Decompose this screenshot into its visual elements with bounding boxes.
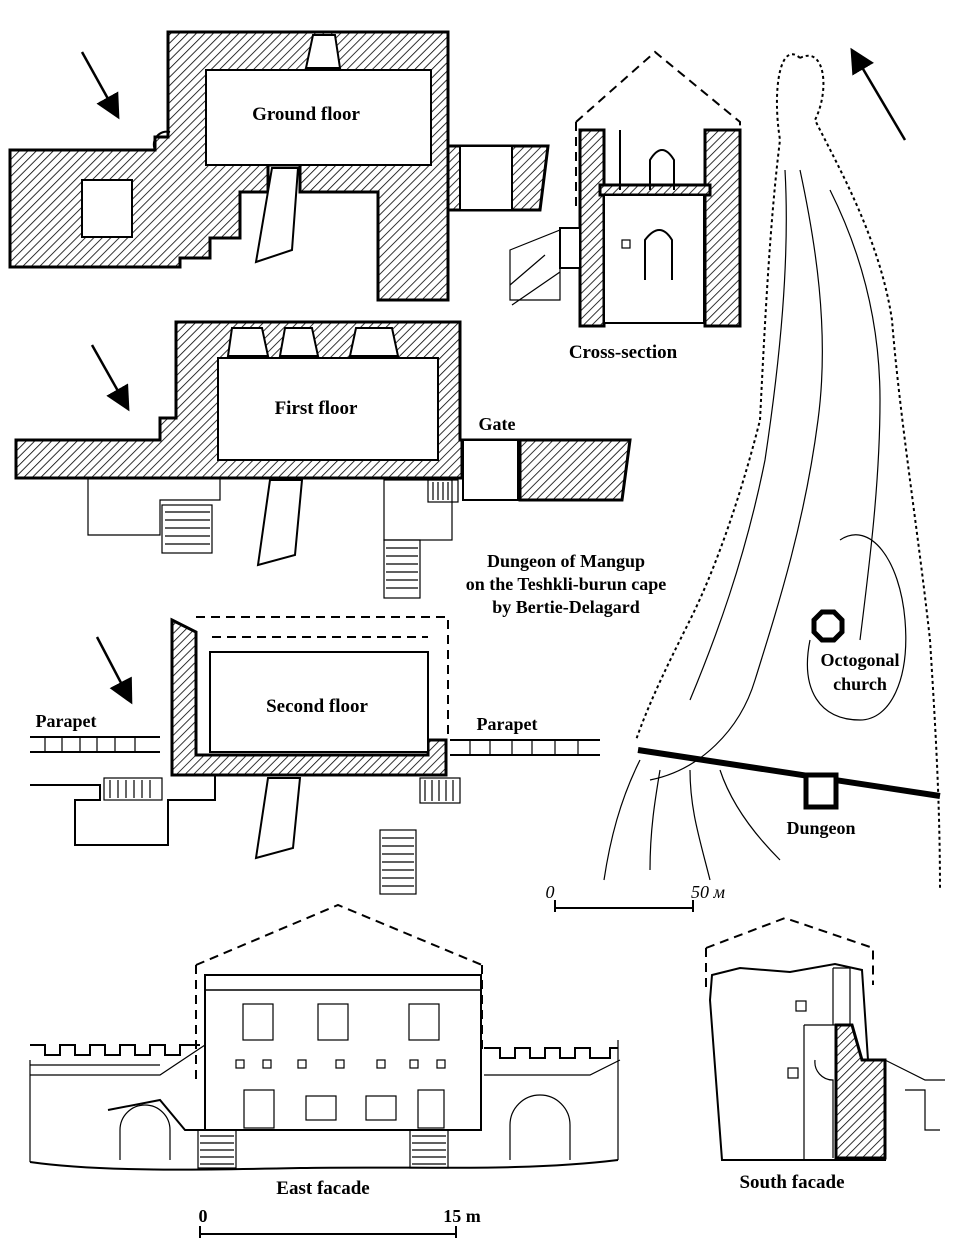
octogonal-church-icon: [811, 609, 845, 643]
parapet-left-label: Parapet: [36, 711, 97, 731]
site-scale-end: 50 м: [691, 882, 726, 902]
north-arrow-second: [95, 636, 133, 705]
first-floor-plan: First floor Gate: [14, 320, 632, 599]
gate-label: Gate: [479, 414, 516, 434]
facade-scale-bar: 0 15 m: [199, 1206, 481, 1238]
cross-section-label: Cross-section: [569, 342, 678, 363]
title-line-1: Dungeon of Mangup: [487, 551, 645, 571]
cross-section-drawing: Cross-section: [509, 50, 742, 363]
ground-floor-label: Ground floor: [252, 104, 360, 125]
parapet-right-label: Parapet: [477, 714, 538, 734]
east-facade-windows: [235, 1003, 446, 1129]
site-scale-bar: 0 50 м: [546, 882, 726, 912]
north-arrow-ground: [80, 51, 120, 120]
first-floor-label: First floor: [275, 398, 358, 419]
east-facade-drawing: East facade: [29, 903, 621, 1199]
title-line-2: on the Teshkli-burun cape: [466, 574, 667, 594]
site-scale-zero: 0: [546, 882, 555, 902]
south-facade-drawing: South facade: [705, 916, 945, 1193]
figure-title: Dungeon of Mangup on the Teshkli-burun c…: [466, 551, 667, 617]
second-floor-plan: Second floor Parapet Parapet: [30, 616, 600, 895]
site-map: Octogonal church Dungeon 0 50 м: [546, 47, 941, 912]
dungeon-label: Dungeon: [786, 818, 855, 838]
church-label-2: church: [833, 674, 887, 694]
south-facade-label: South facade: [739, 1172, 844, 1193]
church-label-1: Octogonal: [821, 650, 900, 670]
facade-scale-end: 15 m: [443, 1206, 481, 1226]
second-floor-label: Second floor: [266, 696, 368, 717]
north-arrow-first: [90, 344, 130, 412]
title-line-3: by Bertie-Delagard: [492, 597, 639, 617]
north-arrow-site: [850, 47, 907, 141]
east-facade-label: East facade: [276, 1178, 369, 1199]
facade-scale-zero: 0: [199, 1206, 208, 1226]
ground-floor-plan: Ground floor: [8, 30, 550, 302]
